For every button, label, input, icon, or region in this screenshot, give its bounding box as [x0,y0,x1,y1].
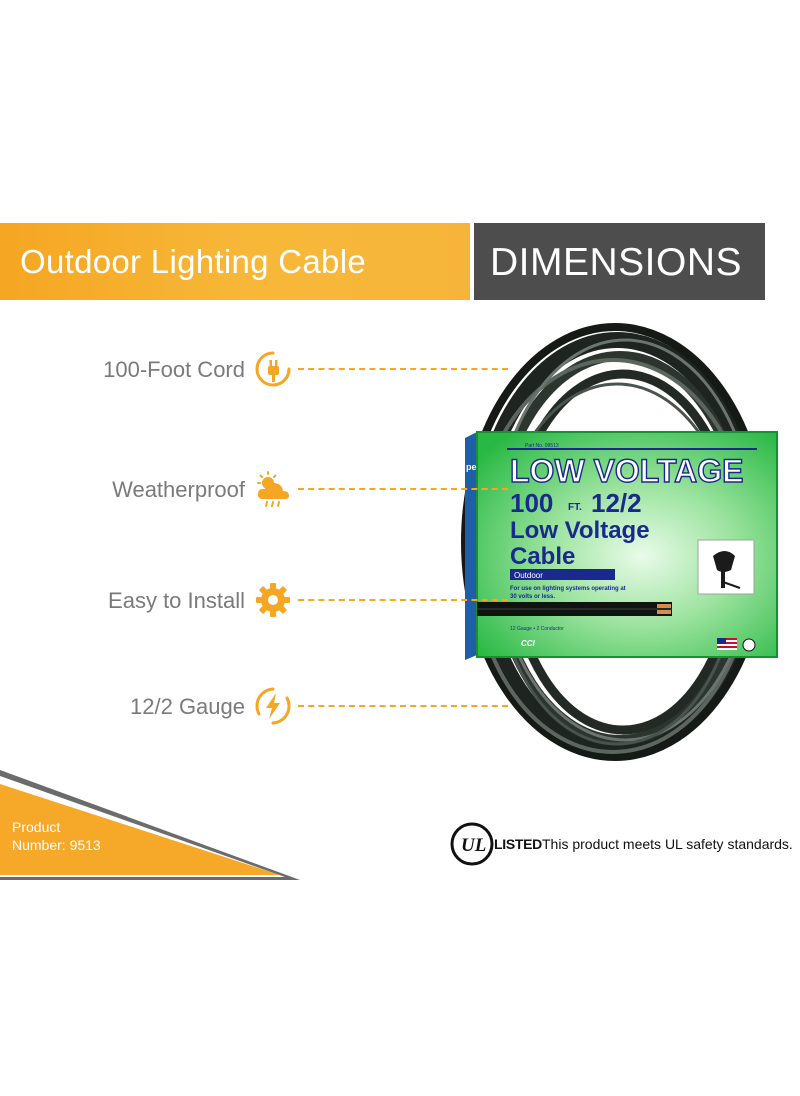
leader-line [298,599,508,601]
ul-listing: UL LISTED This product meets UL safety s… [450,822,800,866]
package-usage-line2: 30 volts or less. [510,594,555,600]
dimensions-banner: DIMENSIONS [474,223,765,300]
product-number: Product Number: 9513 [12,818,101,854]
title-banner: Outdoor Lighting Cable [0,223,470,300]
leader-line [298,488,508,490]
corner-graphic [0,770,300,880]
package-gauge: 12/2 [591,488,642,518]
package-headline: LOW VOLTAGE [510,453,743,489]
package-usage-line1: For use on lighting systems operating at [510,586,626,592]
package-spec: 12 Gauge • 2 Conductor [510,626,564,632]
ul-logo: UL [450,822,494,866]
product-number-value: Number: 9513 [12,837,101,853]
feature-row: Easy to Install [0,580,520,620]
ul-logo-text: UL [461,835,486,856]
feature-label: Weatherproof [112,477,245,502]
feature-label: 12/2 Gauge [130,694,245,719]
ul-statement: This product meets UL safety standards. [542,836,793,852]
leader-line [298,368,508,370]
product-number-label: Product [12,819,61,835]
feature-label: Easy to Install [108,588,245,613]
feature-row: 100-Foot Cord [0,349,520,389]
plug-icon [255,351,291,387]
package-name-line2: Cable [510,543,575,570]
sun-cloud-icon [257,471,289,507]
flag-logo [717,638,737,650]
ul-listed-label: LISTED [494,836,542,852]
lightning-icon [255,687,291,725]
feature-row: Weatherproof [0,469,520,509]
gear-icon [256,583,290,617]
leader-line [298,705,508,707]
package-name-line1: Low Voltage [510,517,650,544]
package-side-text: pe [466,462,477,472]
package-tag-bg [510,569,615,580]
package-tag: Outdoor [514,571,543,580]
mini-ul-logo [742,638,756,652]
dimensions-title: DIMENSIONS [490,241,743,284]
product-image: Part No. 09513 LOW VOLTAGE 100 FT. 12/2 … [461,323,778,761]
package-brand: CCI [521,639,536,648]
package-length-unit: FT. [568,502,582,513]
package-part-no: Part No. 09513 [525,443,559,449]
package-length: 100 [510,488,553,518]
feature-label: 100-Foot Cord [103,357,245,382]
feature-row: 12/2 Gauge [0,686,520,726]
banner-title: Outdoor Lighting Cable [20,243,366,280]
